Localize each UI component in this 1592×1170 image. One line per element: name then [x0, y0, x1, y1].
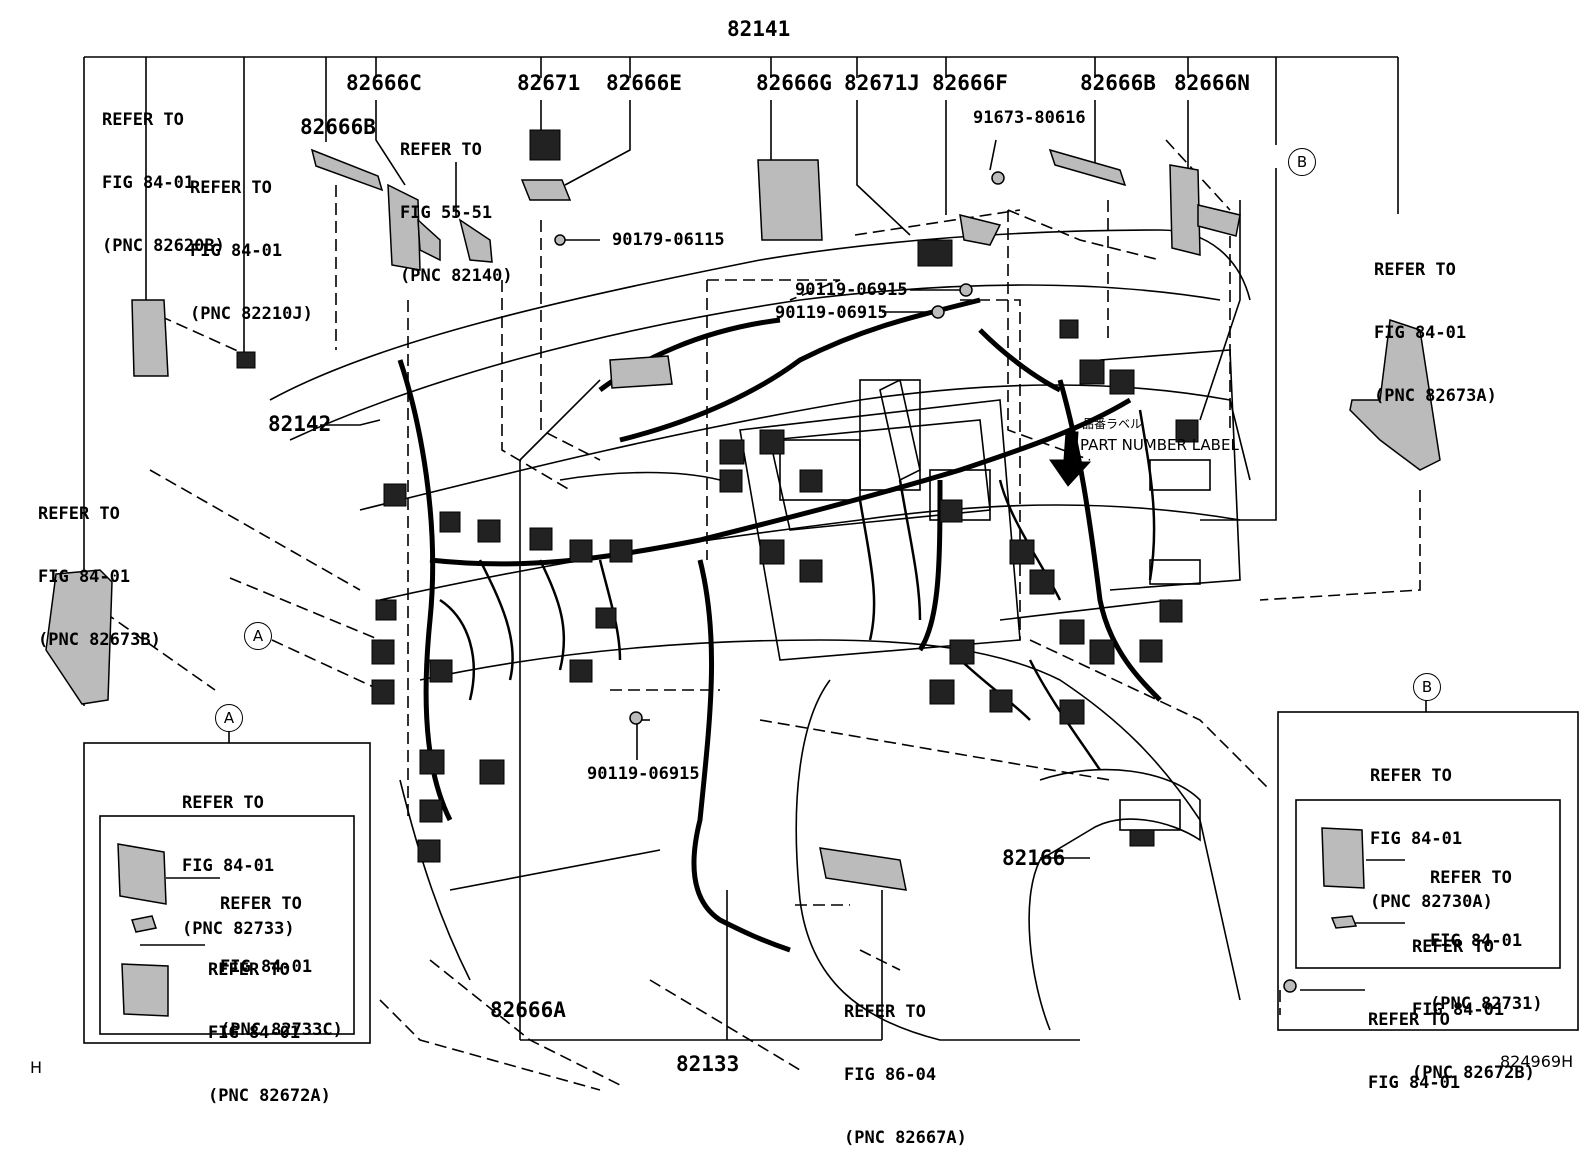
refer-line: REFER TO: [1368, 1010, 1450, 1030]
bolt-90119-06915-a-label: 90119-06915: [795, 280, 908, 300]
refer-line: REFER TO: [1412, 937, 1494, 957]
part-82666C-label: 82666C: [346, 71, 422, 95]
part-82666G-label: 82666G: [756, 71, 832, 95]
refer-82733C: REFER TO FIG 84-01 (PNC 82733C): [220, 852, 343, 1062]
refer-82730A: REFER TO FIG 84-01 (PNC 82730A): [1370, 724, 1493, 934]
refer-line: REFER TO: [190, 178, 272, 198]
refer-line: FIG 84-01: [1412, 1000, 1505, 1020]
refer-82210J: REFER TO FIG 84-01 (PNC 82210J): [190, 136, 313, 346]
parts-diagram: 82141 82666C 82671 82666E 82666G 82671J …: [30, 17, 1579, 1148]
refer-line: FIG 84-01: [1370, 829, 1463, 849]
refer-line: (PNC 82673B): [38, 630, 161, 650]
refer-82672A: REFER TO FIG 84-01 (PNC 82672A): [208, 918, 331, 1128]
refer-line: (PNC 82620B): [102, 236, 225, 256]
refer-line: FIG 84-01: [190, 241, 283, 261]
refer-line: REFER TO: [182, 793, 264, 813]
part-82671-label: 82671: [517, 71, 581, 95]
refer-line: REFER TO: [208, 960, 290, 980]
illustration-number: 824969H: [1500, 1052, 1574, 1071]
refer-line: FIG 84-01: [102, 173, 195, 193]
refer-line: REFER TO: [844, 1002, 926, 1022]
page-code-left: H: [30, 1058, 43, 1077]
refer-line: FIG 84-01: [182, 856, 275, 876]
refer-82672B: REFER TO FIG 84-01 (PNC 82672B): [1412, 895, 1535, 1105]
refer-82620B: REFER TO FIG 84-01 (PNC 82620B): [102, 68, 225, 278]
refer-line: (PNC 82667A): [844, 1128, 967, 1148]
refer-line: REFER TO: [38, 504, 120, 524]
part-82166-label: 82166: [1002, 846, 1066, 870]
refer-line: (PNC 82673A): [1374, 386, 1497, 406]
marker-b-main: B: [1288, 148, 1316, 176]
part-82666B-right-label: 82666B: [1080, 71, 1156, 95]
wiring-harness-illustration: [45, 56, 1579, 1091]
part-number-label-text: PART NUMBER LABEL: [1080, 436, 1239, 454]
part-82666A-label: 82666A: [490, 998, 566, 1022]
refer-line: REFER TO: [220, 894, 302, 914]
refer-line: REFER TO: [400, 140, 482, 160]
refer-line: REFER TO: [1430, 868, 1512, 888]
refer-82673A: REFER TO FIG 84-01 (PNC 82673A): [1374, 218, 1497, 428]
refer-line: (PNC 82210J): [190, 304, 313, 324]
refer-line: REFER TO: [1374, 260, 1456, 280]
refer-82667A: REFER TO FIG 86-04 (PNC 82667A): [844, 960, 967, 1170]
refer-line: (PNC 82733): [182, 919, 295, 939]
refer-82140: REFER TO FIG 55-51 (PNC 82140): [400, 98, 513, 308]
refer-line: (PNC 82672A): [208, 1086, 331, 1106]
refer-line: REFER TO: [102, 110, 184, 130]
refer-line: FIG 84-01: [1374, 323, 1467, 343]
refer-line: (PNC 82672B): [1412, 1063, 1535, 1083]
part-82666B-left-label: 82666B: [300, 115, 376, 139]
part-82142-label: 82142: [268, 412, 332, 436]
refer-fig-84-01: REFER TO FIG 84-01: [1368, 968, 1460, 1115]
refer-line: FIG 86-04: [844, 1065, 937, 1085]
marker-a-main: A: [244, 622, 272, 650]
part-82133-label: 82133: [676, 1052, 740, 1076]
bolt-90179-06115-label: 90179-06115: [612, 230, 725, 250]
refer-line: FIG 84-01: [1368, 1073, 1461, 1093]
marker-a-box: A: [215, 704, 243, 732]
bolt-90119-06915-b-label: 90119-06915: [775, 303, 888, 323]
part-82141-label: 82141: [727, 17, 791, 41]
refer-line: FIG 84-01: [208, 1023, 301, 1043]
refer-line: (PNC 82140): [400, 266, 513, 286]
bolt-91673-80616-label: 91673-80616: [973, 108, 1086, 128]
part-82666F-label: 82666F: [932, 71, 1008, 95]
part-82666E-label: 82666E: [606, 71, 682, 95]
refer-82731: REFER TO FIG 84-01 (PNC 82731): [1430, 826, 1543, 1036]
refer-line: FIG 55-51: [400, 203, 493, 223]
refer-line: (PNC 82730A): [1370, 892, 1493, 912]
refer-line: FIG 84-01: [1430, 931, 1523, 951]
bolt-90119-06915-c-label: 90119-06915: [587, 764, 700, 784]
part-82666N-label: 82666N: [1174, 71, 1250, 95]
part-82671J-label: 82671J: [844, 71, 920, 95]
refer-line: FIG 84-01: [220, 957, 313, 977]
marker-b-box: B: [1413, 673, 1441, 701]
refer-line: REFER TO: [1370, 766, 1452, 786]
refer-line: (PNC 82733C): [220, 1020, 343, 1040]
refer-line: (PNC 82731): [1430, 994, 1543, 1014]
refer-line: FIG 84-01: [38, 567, 131, 587]
refer-82673B: REFER TO FIG 84-01 (PNC 82673B): [38, 462, 161, 672]
part-number-label-jp: 品番ラベル: [1082, 417, 1143, 431]
refer-82733: REFER TO FIG 84-01 (PNC 82733): [182, 751, 295, 961]
